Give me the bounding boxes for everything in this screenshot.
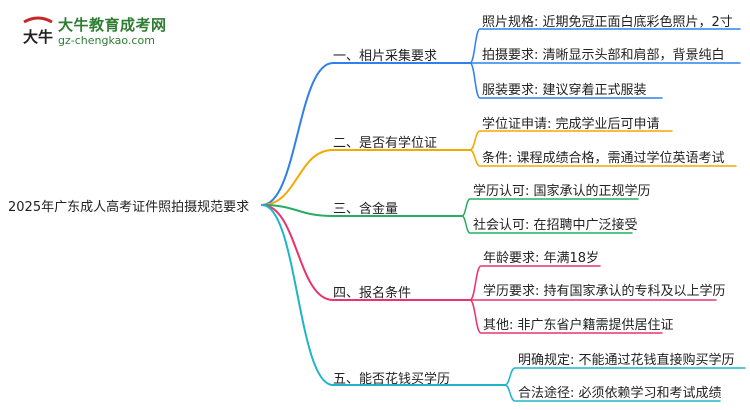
leaf-4-1-connector [469,265,601,301]
branch-5-connector [261,204,506,386]
branch-5-label: 五、能否花钱买学历 [333,372,451,387]
leaf-5-1-connector [504,367,746,386]
leaf-4-3-connector [469,299,663,334]
branch-4-label: 四、报名条件 [333,286,412,301]
branch-4-connector [261,204,471,301]
leaf-3-1-connector [461,198,639,217]
leaf-3-2: 社会认可: 在招聘中广泛接受 [473,218,638,233]
leaf-4-3: 其他: 非广东省户籍需提供居住证 [483,318,674,333]
branch-1-label: 一、相片采集要求 [333,49,438,64]
leaf-1-1-connector [469,28,741,64]
leaf-5-2: 合法途径: 必须依赖学习和考试成绩 [518,386,722,401]
leaf-1-1: 照片规格: 近期免冠正面白底彩色照片，2寸 [482,15,733,30]
bull-logo-icon: 大牛 [23,16,53,46]
branch-1-connector [261,62,471,206]
root-topic: 2025年广东成人高考证件照拍摄规范要求 [8,200,250,215]
leaf-1-3: 服装要求: 建议穿着正式服装 [482,83,647,98]
leaf-2-2-connector [469,149,737,167]
branch-3-connector [261,204,463,217]
branch-3-label: 三、含金量 [333,202,399,217]
leaf-2-1-connector [469,130,673,151]
leaf-2-2: 条件: 课程成绩合格，需通过学位英语考试 [482,151,725,166]
logo-title: 大牛教育成考网 [58,16,167,34]
branch-2-label: 二、是否有学位证 [333,136,438,151]
leaf-1-3-connector [469,62,663,99]
leaf-4-2: 学历要求: 持有国家承认的专科及以上学历 [483,284,726,299]
leaf-5-2-connector [504,384,721,402]
svg-text:大牛: 大牛 [23,28,53,46]
leaf-2-1: 学位证申请: 完成学业后可申请 [482,117,660,132]
leaf-4-1: 年龄要求: 年满18岁 [483,251,600,266]
leaf-1-2: 拍摄要求: 清晰显示头部和肩部，背景纯白 [482,48,725,63]
leaf-5-1: 明确规定: 不能通过花钱直接购买学历 [518,353,735,368]
logo-url: gz-chengkao.com [58,34,155,47]
site-logo[interactable]: 大牛 大牛教育成考网 gz-chengkao.com [18,12,208,52]
leaf-3-1: 学历认可: 国家承认的正规学历 [473,184,651,199]
branch-2-connector [261,149,471,206]
leaf-3-2-connector [461,215,633,234]
